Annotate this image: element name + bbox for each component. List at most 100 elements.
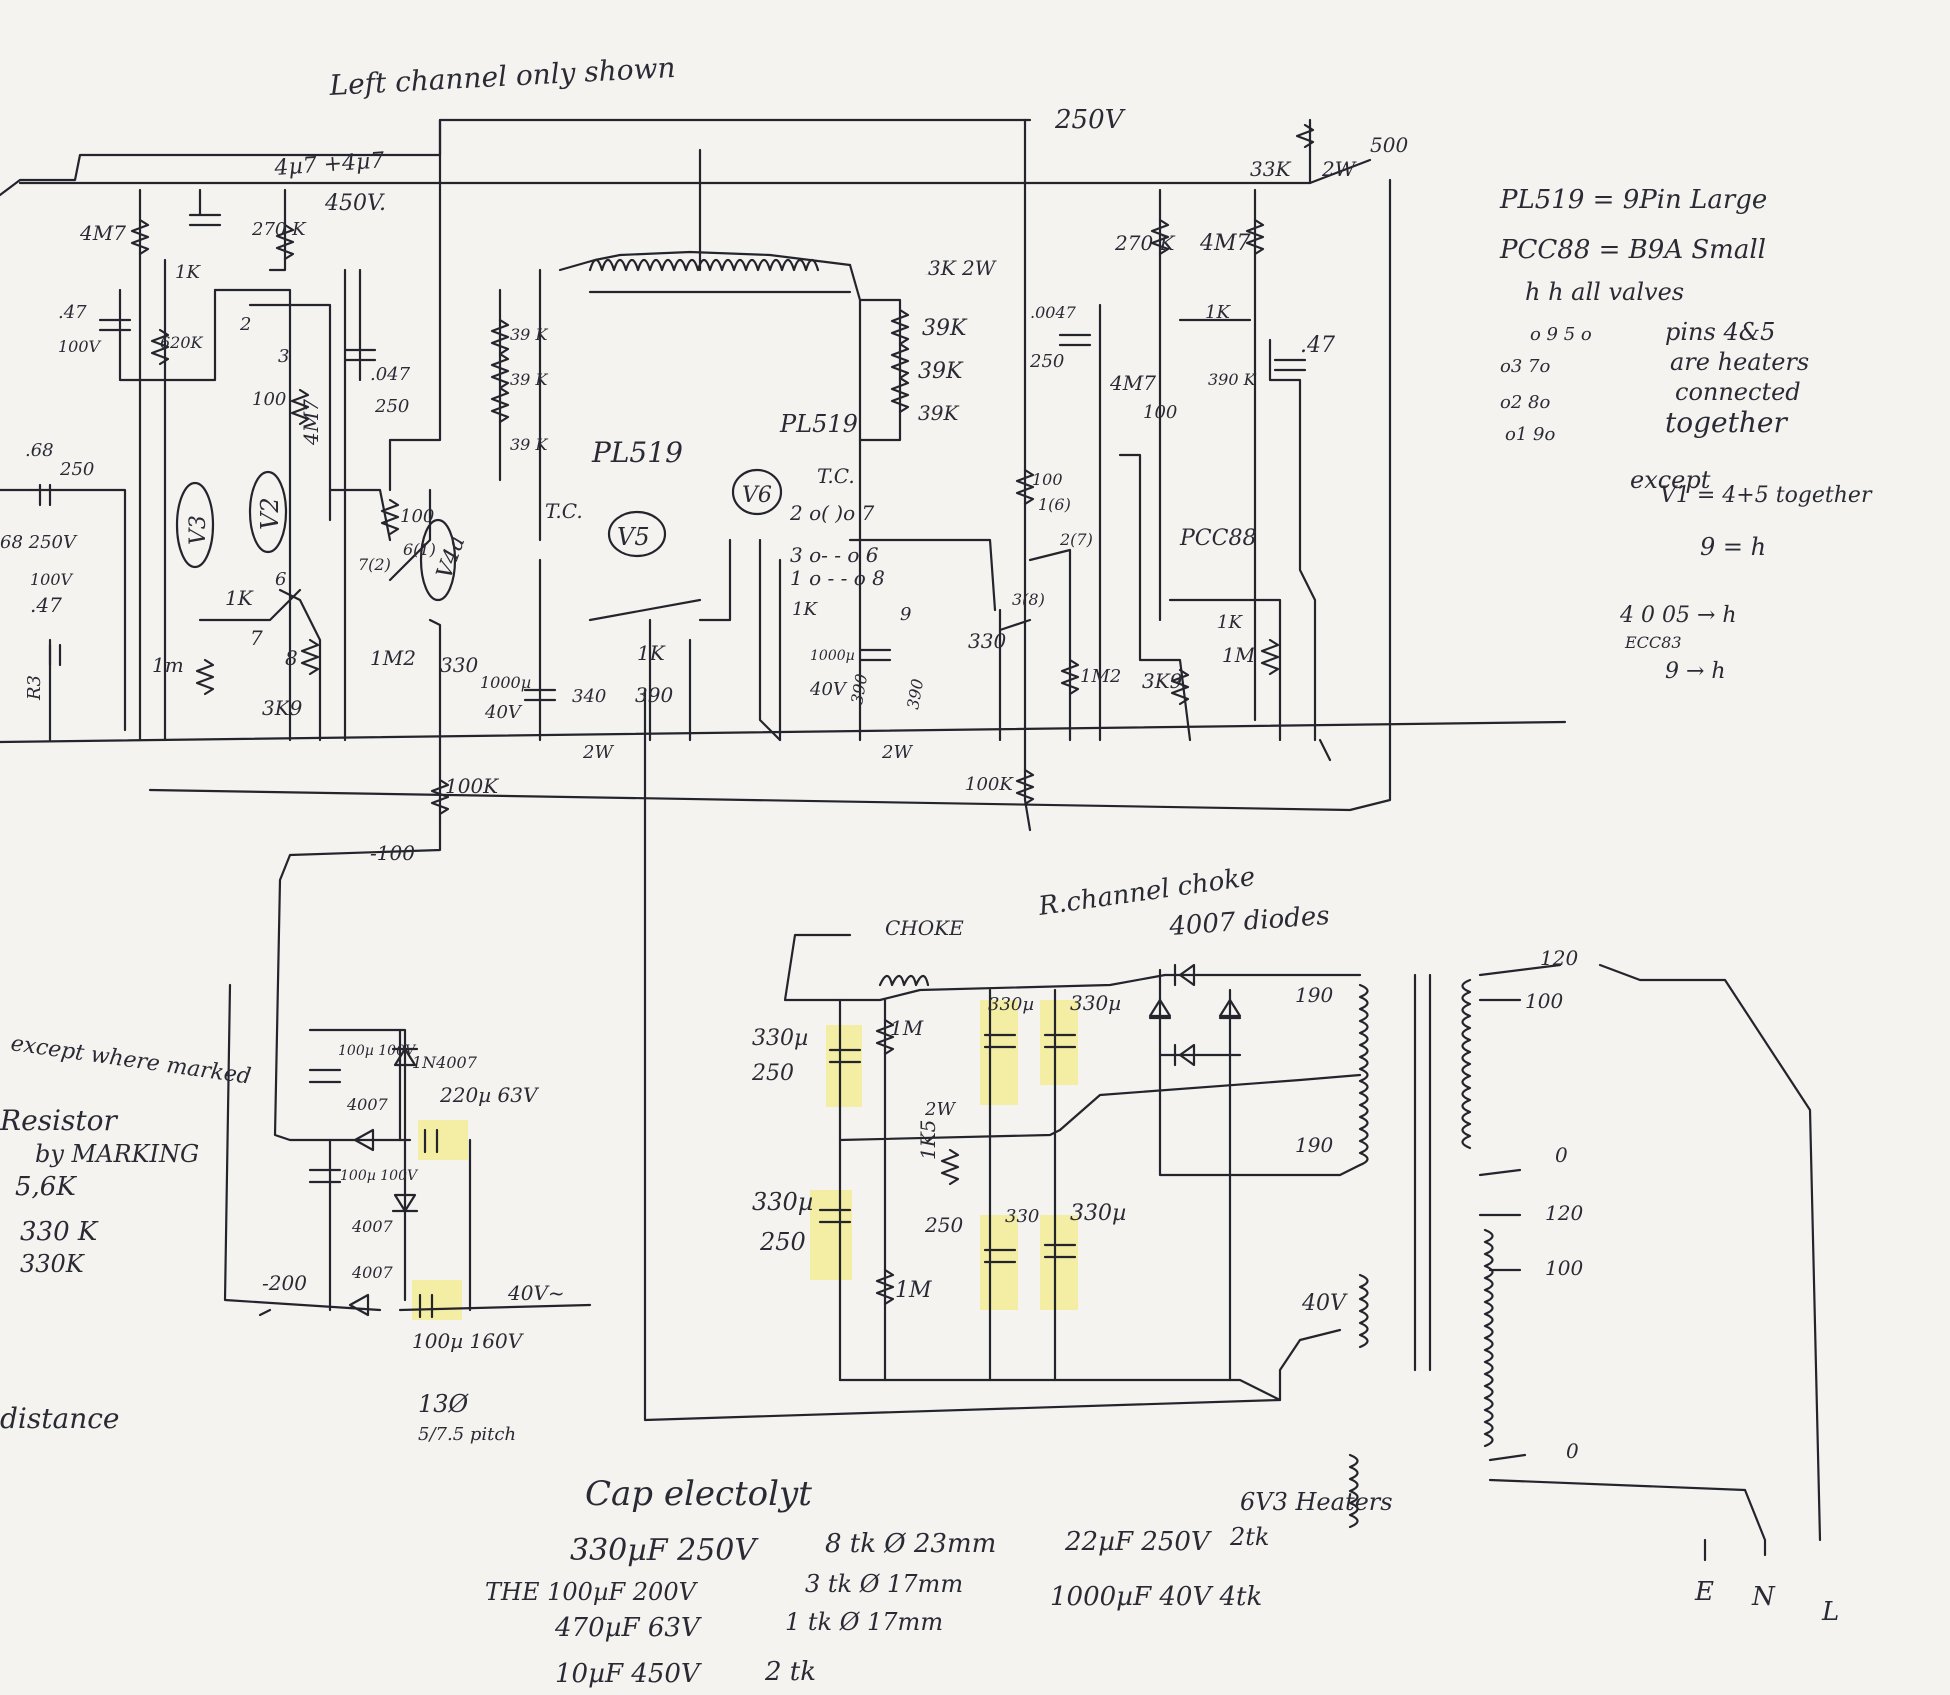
label-note-connected: connected — [1675, 378, 1801, 406]
label-cap-68: .68 — [25, 440, 54, 461]
label-res-r3: R3 — [24, 675, 45, 701]
label-note-together: together — [1665, 406, 1788, 439]
label-res-39k-f: 39K — [918, 401, 959, 425]
label-res-390-a: 390 — [635, 683, 673, 707]
label-cap-100u-160v: 100µ 160V — [412, 1329, 525, 1353]
label-note-resistor: Resistor — [0, 1104, 118, 1137]
label-tap-100-a: 100 — [1525, 989, 1563, 1013]
label-cap-row1b: 8 tk Ø 23mm — [825, 1529, 996, 1559]
label-tc-a: T.C. — [545, 499, 583, 523]
label-pin-list-c: 1 o - - o 8 — [790, 566, 885, 590]
label-cap-title: Cap electolyt — [585, 1474, 812, 1514]
label-res-330-b: 330 — [440, 653, 478, 677]
label-pin-7-b: 7 — [250, 626, 263, 650]
label-pin-2-a: 2 — [239, 314, 251, 335]
label-res-39k-b: 39 K — [510, 370, 548, 389]
label-tap-100-b: 100 — [1545, 1256, 1583, 1280]
label-res-1m-b: 1m — [1222, 661, 1224, 663]
label-bias-minus-100: -100 — [370, 841, 415, 865]
label-cap-330u-a: 330µ — [752, 1026, 808, 1051]
label-pin-diagram-a: o 9 5 o — [1530, 324, 1592, 345]
label-cap-047-a: .47 — [58, 302, 87, 323]
label-res-4m7-c: 4M7 — [1199, 231, 1251, 256]
label-res-4m7-a: 4M7 — [79, 221, 126, 245]
label-cap-row2b: 3 tk Ø 17mm — [805, 1570, 963, 1598]
label-cap-330u-b: 330µ — [988, 994, 1034, 1015]
label-cap-100u-100v-a: 100µ 100V — [338, 1043, 417, 1059]
coil-symbols — [588, 258, 1494, 1529]
label-cap-100v-e: 100V — [30, 570, 74, 589]
label-res-39k-c: 39 K — [510, 435, 548, 454]
label-note-pins: pins 4&5 — [1665, 318, 1775, 346]
label-res-100-d: 100 — [1032, 470, 1063, 489]
label-res-100-a: 100 — [252, 389, 286, 410]
label-cap-row2a: THE 100µF 200V — [485, 1578, 699, 1606]
label-res-1m-c: 1m — [152, 653, 184, 677]
label-cap-220u-63v: 220µ 63V — [439, 1083, 540, 1107]
label-cap-68-250v: 68 250V — [0, 532, 78, 553]
label-cap-row2c: 1000µF 40V 4tk — [1050, 1582, 1262, 1612]
label-res-2w-b: 2W — [881, 742, 913, 763]
label-cap-250-e: 250 — [751, 1061, 794, 1086]
label-res-1k-c: 1K — [1217, 612, 1243, 633]
label-note-9h: 9 = h — [1700, 533, 1766, 561]
label-rail-500: 500 — [1370, 133, 1408, 157]
label-heaters-2tk: 2tk — [1229, 1523, 1269, 1551]
label-pin-6-1: 6(1) — [403, 540, 436, 559]
label-note-9h-b: 9 → h — [1665, 659, 1726, 684]
capacitor-symbols — [38, 213, 1307, 1319]
valve-symbols — [175, 468, 783, 602]
label-pin-diagram-c: o2 8o — [1500, 392, 1550, 413]
label-note-h-h: h h all valves — [1525, 278, 1684, 306]
label-pin-3-8: 3(8) — [1012, 590, 1045, 609]
label-res-1m2-b: 1M2 — [370, 646, 416, 670]
label-title-note: Left channel only shown — [328, 51, 677, 102]
label-cap-40v-b: 40V — [809, 679, 848, 700]
label-tap-0-a: 0 — [1555, 1143, 1568, 1167]
amplifier-wiring — [0, 118, 1822, 1562]
label-cap-1000u-b: 1000µ — [810, 648, 855, 664]
label-note-330k-b: 330K — [20, 1250, 86, 1278]
label-res-270k-b: 270 K — [1114, 231, 1176, 255]
label-volt-40v: 40V~ — [507, 1281, 565, 1305]
label-res-1k-d: 1K — [1217, 627, 1219, 629]
label-bias-minus-200: -200 — [262, 1271, 307, 1295]
label-res-2w-top: 2W — [1321, 157, 1357, 181]
label-res-100k-c: 100K — [965, 789, 968, 791]
label-res-1m2-a: 1M2 — [1080, 666, 1121, 687]
label-note-5-7-5: 5/7.5 pitch — [418, 1424, 516, 1445]
label-res-39k-d: 39K — [922, 316, 968, 341]
label-res-3k9-c: 3K9 — [262, 696, 303, 720]
label-cap-330u-e: 330 — [1005, 1206, 1039, 1227]
label-cap-40v-a: 40V — [484, 702, 523, 723]
label-cap-100u-100v-b: 100µ 100V — [340, 1168, 419, 1184]
label-tc-b: T.C. — [817, 464, 855, 488]
label-tap-120-a: 120 — [1540, 946, 1578, 970]
label-note-ecc83: ECC83 — [1624, 633, 1682, 652]
label-tap-120-b: 120 — [1545, 1201, 1583, 1225]
label-tap-40v: 40V — [1301, 1291, 1348, 1316]
label-mains-l: L — [1821, 1597, 1839, 1627]
label-cap-1000u-a: 1000µ — [480, 673, 531, 692]
label-cap-row4b: 2 tk — [764, 1657, 816, 1687]
label-res-390k: 390 K — [1208, 370, 1257, 389]
label-res-100k-a: 100K — [965, 774, 1014, 795]
label-cap-330u-f: 330µ — [1070, 1201, 1126, 1226]
label-valve-v2: V2 — [256, 497, 284, 530]
label-res-3k-2w: 3K 2W — [928, 256, 997, 280]
label-pin-list-b: 3 o- - o 6 — [790, 543, 879, 567]
label-res-1m-d: 1M — [890, 1016, 924, 1040]
label-diode-4007-b: 4007 — [351, 1217, 394, 1236]
label-tap-0-b: 0 — [1566, 1439, 1579, 1463]
label-diode-4007-a: 4007 — [346, 1095, 389, 1114]
label-pin-diagram-d: o1 9o — [1505, 424, 1555, 445]
label-tube-pcc88: PCC88 — [1179, 526, 1256, 551]
label-res-100-c: 100 — [1143, 402, 1177, 423]
label-res-3k9-b: 3K9 — [1142, 687, 1145, 689]
label-note-by-marking: by MARKING — [35, 1140, 199, 1168]
label-note-5-6k: 5,6K — [15, 1172, 77, 1202]
label-res-2w-a: 2W — [582, 742, 614, 763]
label-res-3-2w: 3 Ω 2W — [925, 274, 930, 276]
label-note-13: 13Ø — [418, 1390, 470, 1418]
